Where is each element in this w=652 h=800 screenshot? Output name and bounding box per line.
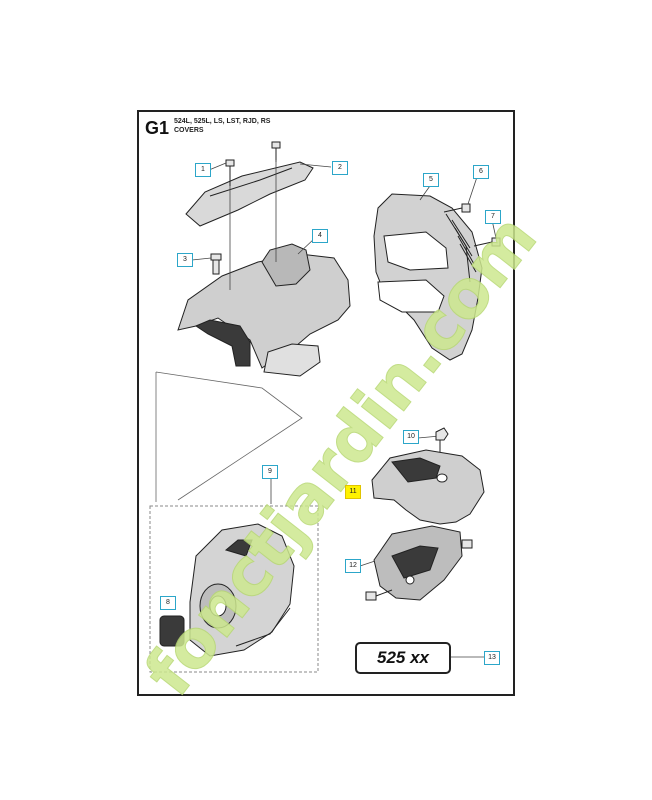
screw-part-6 (443, 203, 471, 213)
screw-part-12 (365, 589, 393, 601)
callout-10: 10 (403, 430, 419, 444)
part-bracket (373, 525, 463, 601)
section-code: G1 (145, 118, 170, 138)
diagram-frame (137, 110, 515, 696)
kit-box-part-9 (149, 505, 319, 673)
model-label-box: 525 xx (355, 642, 451, 674)
part-starter-handle (159, 615, 185, 647)
section-header-text: 524L, 525L, LS, LST, RJD, RS COVERS (174, 117, 270, 135)
part-top-plate (185, 161, 314, 227)
callout-9: 9 (262, 465, 278, 479)
part-protection-cover (371, 449, 485, 525)
part-air-filter-cover (373, 193, 483, 361)
callout-7: 7 (485, 210, 501, 224)
callout-12: 12 (345, 559, 361, 573)
callout-6: 6 (473, 165, 489, 179)
callout-5: 5 (423, 173, 439, 187)
callout-1: 1 (195, 163, 211, 177)
callout-4: 4 (312, 229, 328, 243)
part-starter-housing (189, 523, 295, 657)
callout-13: 13 (484, 651, 500, 665)
callout-3: 3 (177, 253, 193, 267)
screw-part-3 (210, 253, 222, 275)
callout-8: 8 (160, 596, 176, 610)
part-cylinder-cover (177, 243, 351, 377)
callout-11-highlighted: 11 (345, 485, 361, 499)
callout-2: 2 (332, 161, 348, 175)
section-title: COVERS (174, 127, 204, 134)
model-list: 524L, 525L, LS, LST, RJD, RS (174, 118, 271, 125)
screw-part-2 (271, 141, 281, 162)
screw-part-12b (461, 539, 473, 549)
assembly-plane (155, 371, 303, 502)
